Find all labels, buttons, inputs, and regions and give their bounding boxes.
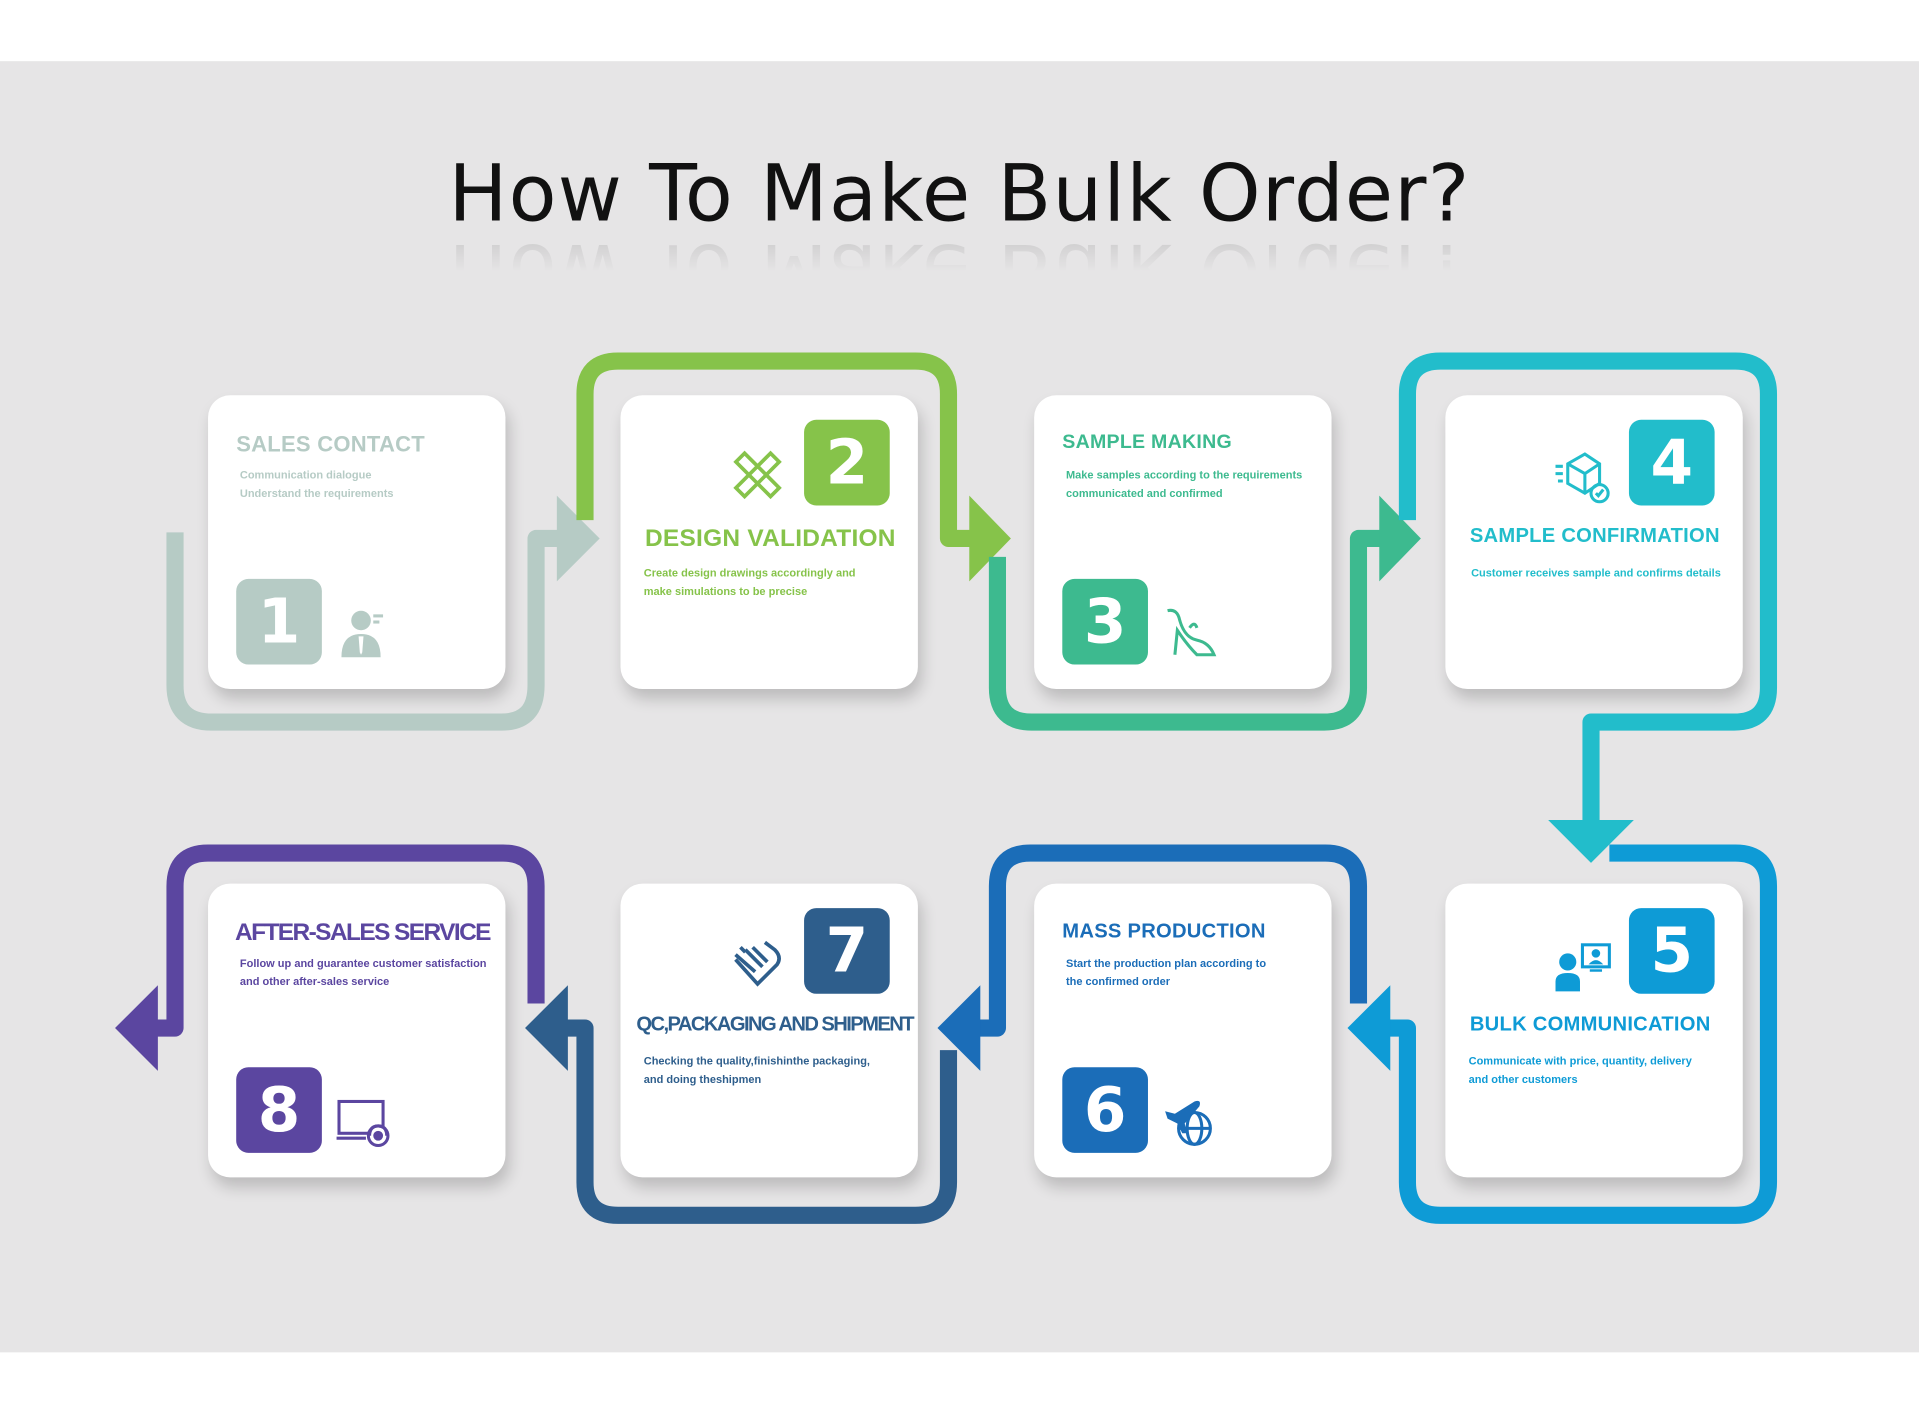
connector-2	[576, 352, 1011, 582]
connector-6	[937, 844, 1368, 1071]
high-heel-icon	[1167, 608, 1217, 657]
handshake-icon	[734, 940, 781, 987]
step-description: Customer receives sample and confirms de…	[1471, 566, 1721, 579]
plane-globe-icon	[1165, 1100, 1212, 1146]
step-card-mass-production: MASS PRODUCTION Start the production pla…	[1034, 883, 1332, 1178]
step-title: AFTER-SALES SERVICE	[234, 919, 492, 947]
step-card-design-validation: 2 DESIGN VALIDATION Create design drawin…	[620, 395, 918, 690]
ruler-pencil-icon	[733, 450, 782, 500]
step-number: 1	[236, 578, 322, 665]
step-description: Checking the quality,finishinthe packagi…	[643, 1054, 870, 1085]
video-call-icon	[1555, 943, 1611, 992]
connector-4	[1398, 352, 1778, 863]
person-tie-icon	[341, 610, 384, 658]
connector-5	[1347, 844, 1778, 1224]
step-title: SAMPLE CONFIRMATION	[1469, 525, 1720, 548]
step-number: 2	[804, 419, 890, 506]
connector-7	[525, 985, 958, 1224]
page-title: How To Make Bulk Order?	[448, 149, 1471, 240]
step-number: 3	[1062, 578, 1148, 665]
step-number: 7	[804, 908, 890, 994]
monitor-support-icon	[336, 1099, 390, 1148]
step-title: MASS PRODUCTION	[1062, 920, 1266, 943]
step-number: 8	[236, 1067, 322, 1153]
step-number: 4	[1628, 419, 1715, 506]
connector-1	[166, 495, 600, 731]
step-title: SALES CONTACT	[236, 432, 426, 457]
step-number: 5	[1628, 908, 1715, 994]
step-title: BULK COMMUNICATION	[1469, 1013, 1711, 1036]
step-card-sample-making: SAMPLE MAKING Make samples according to …	[1034, 395, 1332, 690]
connector-3	[988, 495, 1421, 731]
step-description: Communicate with price, quantity, delive…	[1468, 1054, 1692, 1085]
connector-8	[115, 844, 545, 1071]
step-title: QC,PACKAGING AND SHIPMENT	[636, 1013, 914, 1036]
step-title: DESIGN VALIDATION	[644, 525, 896, 552]
step-title: SAMPLE MAKING	[1062, 432, 1232, 453]
step-number: 6	[1062, 1067, 1148, 1153]
step-description: Make samples according to the requiremen…	[1065, 468, 1303, 499]
step-card-qc-packaging-shipment: 7 QC,PACKAGING AND SHIPMENT Checking the…	[620, 883, 918, 1178]
step-card-after-sales-service: AFTER-SALES SERVICE Follow up and guaran…	[208, 883, 506, 1178]
step-description: Follow up and guarantee customer satisfa…	[239, 957, 487, 988]
step-card-bulk-communication: 5 BULK COMMUNICATION Communicate with pr…	[1445, 883, 1743, 1178]
box-check-icon	[1555, 452, 1610, 504]
step-card-sample-confirmation: 4 SAMPLE CONFIRMATION Customer receives …	[1445, 395, 1743, 690]
